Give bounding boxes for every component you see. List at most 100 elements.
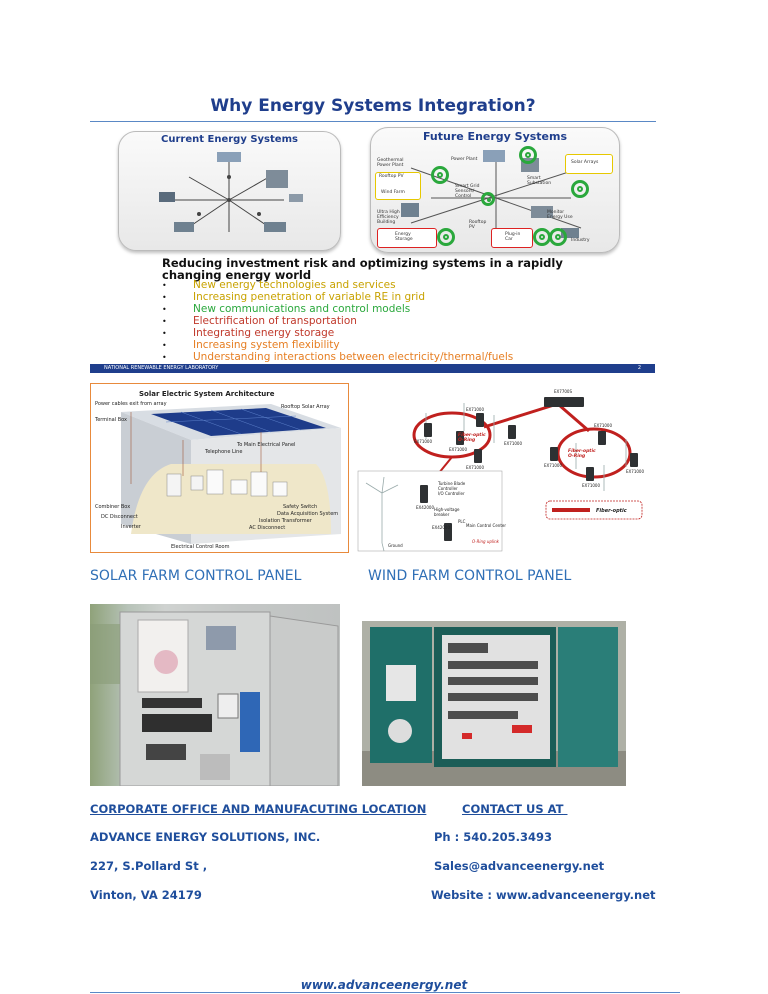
slide-bullet: •New energy technologies and services: [162, 279, 396, 291]
wind-label-ground: Ground: [388, 543, 403, 548]
switch-label: EX71000: [414, 439, 432, 444]
future-label-smart-substation: Smart Substation: [527, 176, 552, 186]
current-energy-panel: Current Energy Systems: [118, 131, 341, 251]
factory-icon: [266, 170, 288, 188]
switch-label: EX71000: [466, 407, 484, 412]
solar-architecture-diagram: Solar Electric System Architecture Power…: [90, 383, 349, 553]
switch-label: EX71000: [544, 463, 562, 468]
future-label-power-plant: Power Plant: [451, 157, 478, 162]
contact-heading-blank: [563, 802, 647, 816]
future-energy-panel: Future Energy Systems Geothermal Power P…: [370, 127, 620, 253]
solar-label-telephone-line: Telephone Line: [205, 449, 243, 455]
future-label-smart-grid: Smart Grid Sensors/ Control: [455, 184, 480, 199]
company-phone: Ph : 540.205.3493: [434, 830, 552, 844]
smart-ring-icon: [549, 228, 567, 246]
power-plant-icon: [217, 152, 241, 162]
switch-label: EX7700S: [554, 389, 572, 394]
wind-network-illustration: [357, 403, 643, 552]
building-icon: [531, 206, 553, 218]
future-label-rooftop-pv: Rooftop PV: [379, 174, 404, 179]
slide-title-rule: [90, 121, 656, 122]
network-switch-icon: [630, 453, 638, 467]
solar-arrays-box: [565, 154, 613, 174]
car-icon: [289, 194, 303, 202]
company-city: Vinton, VA 24179: [90, 888, 202, 902]
slide-footer-bar: NATIONAL RENEWABLE ENERGY LABORATORY 2: [90, 364, 655, 373]
slide-bullet: •Integrating energy storage: [162, 327, 335, 339]
plugin-car-box: [491, 228, 533, 248]
slide-page-number: 2: [637, 365, 641, 371]
solar-label-power-cables: Power cables exit from array: [95, 401, 167, 407]
future-label-rooftop-pv-2: Rooftop PV: [469, 220, 487, 230]
slide-bullet: •New communications and control models: [162, 303, 411, 315]
energy-storage-box: [377, 228, 437, 248]
industry-icon: [561, 228, 579, 238]
switch-label: EX71000: [582, 483, 600, 488]
wind-label-high-voltage-breaker: High-voltage breaker: [434, 507, 460, 517]
network-switch-icon: [424, 423, 432, 437]
wind-farm-box: [375, 172, 421, 200]
solar-label-to-main-panel: To Main Electrical Panel: [237, 442, 296, 448]
slide-title: Why Energy Systems Integration?: [210, 96, 536, 116]
building-icon: [174, 222, 194, 232]
office-icon: [264, 222, 286, 232]
house-icon: [159, 192, 175, 202]
network-switch-icon: [508, 425, 516, 439]
solar-label-isolation-transformer: Isolation Transformer: [259, 518, 312, 524]
current-energy-heading: Current Energy Systems: [161, 134, 298, 145]
ultra-building-icon: [401, 203, 419, 217]
contact-heading: CONTACT US AT: [462, 802, 647, 816]
solar-label-control-room: Electrical Control Room: [171, 544, 230, 550]
solar-label-rooftop-array: Rooftop Solar Array: [281, 404, 330, 410]
solar-label-inverter: Inverter: [121, 524, 141, 530]
wind-label-main-control: Main Control Center: [466, 523, 507, 528]
slide-bullet: •Increasing penetration of variable RE i…: [162, 291, 426, 303]
wind-label-turbine-controller: Turbine Blade Controller: [438, 481, 466, 491]
network-switch-icon: [586, 467, 594, 481]
future-label-energy-storage: Energy Storage: [395, 232, 413, 242]
future-label-monitor-energy: Monitor Energy Use: [547, 210, 573, 220]
smart-ring-icon: [519, 146, 537, 164]
wind-label-ring-1: Fiber-optic O-Ring: [458, 433, 486, 443]
switch-label: EX71000: [594, 423, 612, 428]
solar-label-combiner-box: Combiner Box: [95, 504, 131, 510]
wind-label-ring-link: O-Ring uplink: [472, 539, 499, 544]
network-switch-icon: [420, 485, 428, 503]
wind-control-panel-photo: [362, 621, 626, 786]
switch-label: EX71000: [466, 465, 484, 470]
future-label-solar-arrays: Solar Arrays: [571, 160, 599, 165]
slide-lead-text: Reducing investment risk and optimizing …: [162, 256, 563, 282]
office-heading: CORPORATE OFFICE AND MANUFACUTING LOCATI…: [90, 802, 427, 816]
network-switch-icon: [476, 413, 484, 427]
wind-network-diagram: EX7700S EX71000 EX71000 EX71000 EX71000 …: [354, 383, 656, 553]
slide-footer-org: NATIONAL RENEWABLE ENERGY LABORATORY: [104, 365, 219, 371]
smart-ring-icon: [481, 192, 495, 206]
network-switch-icon: [474, 449, 482, 463]
solar-architecture-illustration: [121, 404, 341, 544]
slide-bullet: •Electrification of transportation: [162, 315, 357, 327]
footer-website-link[interactable]: www.advanceenergy.net: [300, 978, 468, 992]
solar-label-dc-disconnect: DC Disconnect: [101, 514, 138, 520]
wind-label-plc: PLC: [458, 519, 466, 524]
smart-ring-icon: [571, 180, 589, 198]
company-email[interactable]: Sales@advanceenergy.net: [434, 859, 605, 873]
future-label-industry: Industry: [571, 238, 590, 243]
network-switch-icon: [544, 397, 584, 407]
future-label-geothermal: Geothermal Power Plant: [377, 158, 404, 168]
switch-label: EX71000: [449, 447, 467, 452]
company-name: ADVANCE ENERGY SOLUTIONS, INC.: [90, 830, 321, 844]
wind-panel-caption: WIND FARM CONTROL PANEL: [368, 568, 572, 584]
switch-label: EX71000: [626, 469, 644, 474]
company-website[interactable]: Website : www.advanceenergy.net: [431, 888, 656, 902]
smart-ring-icon: [431, 166, 449, 184]
solar-label-data-acquisition: Data Acquisition System: [277, 511, 339, 517]
wind-label-io-controller: I/O Controller: [438, 491, 465, 496]
smart-ring-icon: [437, 228, 455, 246]
future-label-ultra-building: Ultra High Efficiency Building: [377, 210, 400, 225]
solar-label-ac-disconnect: AC Disconnect: [249, 525, 286, 531]
network-switch-icon: [550, 447, 558, 461]
switch-label: EX71000: [504, 441, 522, 446]
solar-label-safety-switch: Safety Switch: [283, 504, 318, 510]
switch-label: EX42000: [416, 505, 434, 510]
future-label-plugin-car: Plug-in Car: [505, 232, 521, 242]
